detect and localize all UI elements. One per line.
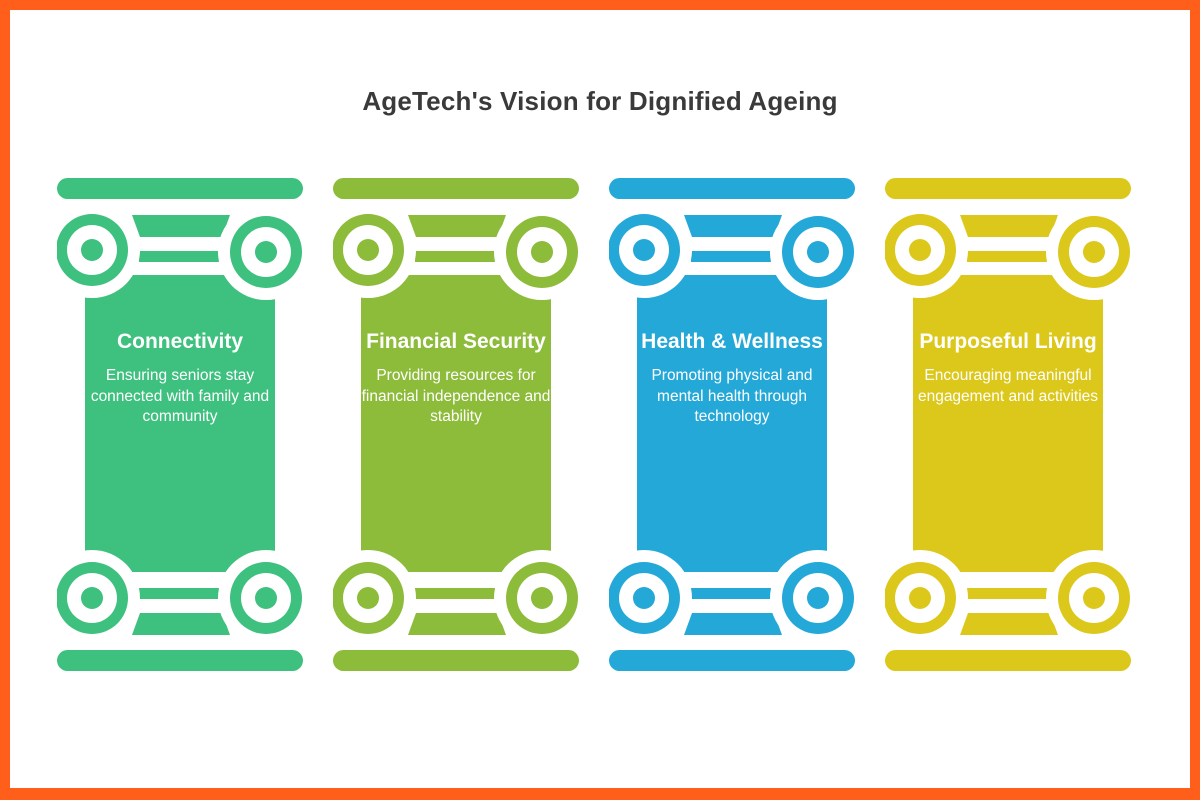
ionic-column-icon — [57, 178, 307, 671]
page-title: AgeTech's Vision for Dignified Ageing — [362, 86, 838, 116]
pillar-health-wellness: Health & Wellness Promoting physical and… — [609, 170, 859, 680]
pillar-title: Connectivity — [116, 330, 244, 353]
ionic-column-icon — [333, 178, 583, 671]
pillar-financial-security: Financial Security Providing resources f… — [333, 170, 583, 680]
pillar-text: Purposeful Living Encouraging meaningful… — [913, 328, 1103, 407]
pillar-text: Health & Wellness Promoting physical and… — [637, 328, 827, 428]
pillar-description: Encouraging meaningful engagement and ac… — [917, 367, 1099, 405]
ionic-column-icon — [609, 178, 859, 671]
pillar-description: Ensuring seniors stay connected with fam… — [90, 367, 270, 425]
pillar-description: Providing resources for financial indepe… — [361, 367, 551, 425]
pillar-text: Financial Security Providing resources f… — [361, 328, 551, 428]
pillar-description: Promoting physical and mental health thr… — [651, 367, 813, 425]
pillar-text: Connectivity Ensuring seniors stay conne… — [85, 328, 275, 428]
pillar-connectivity: Connectivity Ensuring seniors stay conne… — [57, 170, 307, 680]
pillar-purposeful-living: Purposeful Living Encouraging meaningful… — [885, 170, 1135, 680]
pillar-title: Financial Security — [366, 330, 546, 353]
ionic-column-icon — [885, 178, 1135, 671]
pillar-title: Health & Wellness — [641, 330, 823, 353]
pillar-title: Purposeful Living — [919, 330, 1097, 353]
